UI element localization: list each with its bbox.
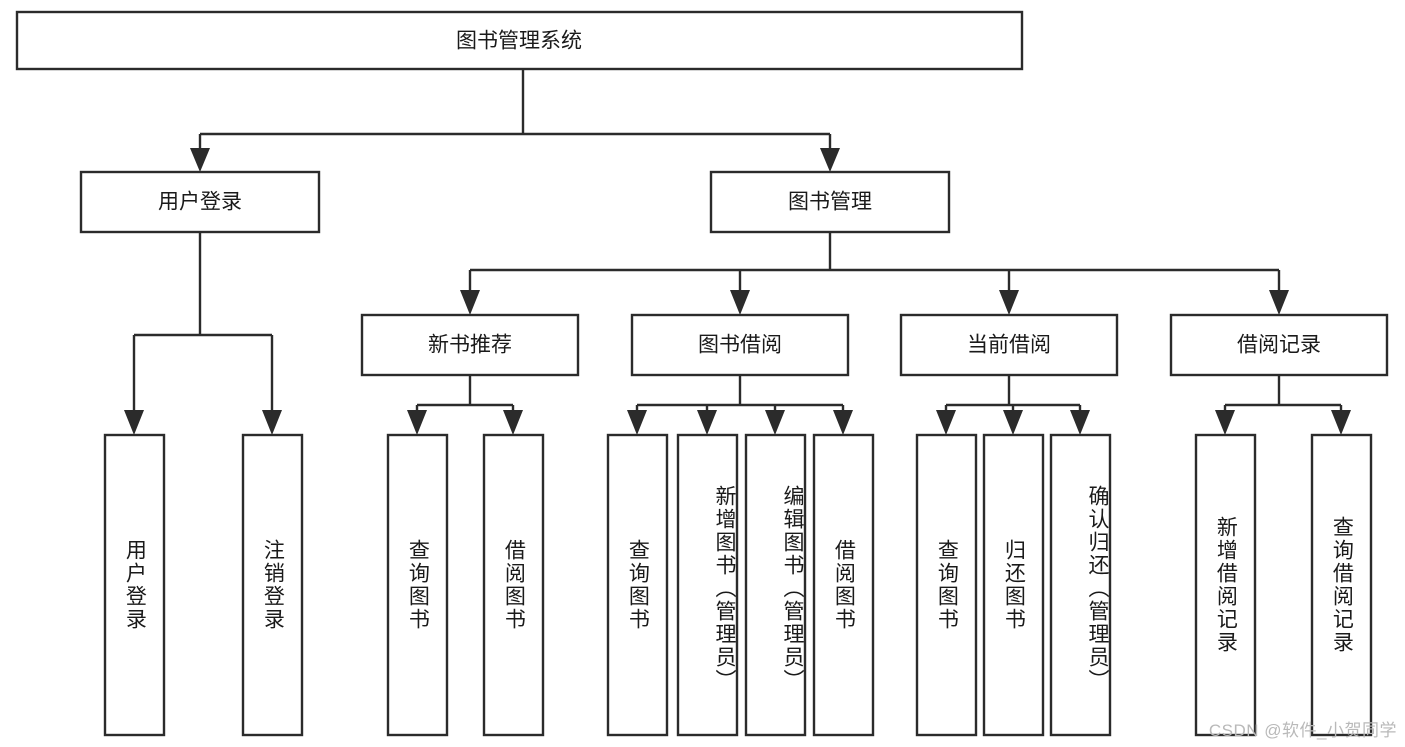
connector-group-root [190,69,840,172]
node-user-login-label: 用户登录 [158,191,242,214]
node-user-login-box[interactable] [79,170,321,234]
leaf-query-record-box[interactable] [1310,433,1373,737]
arrow-head-leaf-user-logout [262,410,282,435]
leaf-query-book-2-box[interactable] [606,433,669,737]
leaf-add-record-box[interactable] [1194,433,1257,737]
node-root-label: 图书管理系统 [456,30,582,53]
node-current-borrow-box[interactable] [899,313,1119,377]
arrow-head-new-book-recommend [460,290,480,315]
arrow-head-leaf-query-book-3 [936,410,956,435]
arrow-head-leaf-query-record [1331,410,1351,435]
arrow-head-user-login [190,148,210,172]
arrow-head-borrow-record [1269,290,1289,315]
node-book-borrow-box[interactable] [630,313,850,377]
leaf-borrow-book-2-box[interactable] [812,433,875,737]
node-book-borrow[interactable]: 图书借阅 [630,313,850,377]
leaf-user-login-box[interactable] [103,433,166,737]
node-borrow-record-box[interactable] [1169,313,1389,377]
connector-group-user-login [124,232,282,435]
node-book-borrow-label: 图书借阅 [698,334,782,357]
node-borrow-record-label: 借阅记录 [1237,334,1321,357]
arrow-head-leaf-confirm-return [1070,410,1090,435]
connector-group-current-borrow [936,375,1090,435]
arrow-head-current-borrow [999,290,1019,315]
arrow-head-leaf-add-book [697,410,717,435]
arrow-head-leaf-borrow-book-1 [503,410,523,435]
leaf-edit-book-box[interactable] [744,433,807,737]
leaf-query-book-1-box[interactable] [386,433,449,737]
node-new-book-recommend[interactable]: 新书推荐 [360,313,580,377]
arrow-head-book-borrow [730,290,750,315]
connector-group-book-borrow [627,375,853,435]
csdn-watermark: CSDN @软件_小贺同学 [1208,721,1397,740]
arrow-head-leaf-query-book-1 [407,410,427,435]
leaf-add-book-box[interactable] [676,433,739,737]
connector-group-borrow-record [1215,375,1351,435]
leaf-return-book-box[interactable] [982,433,1045,737]
leaf-query-book-3-box[interactable] [915,433,978,737]
node-borrow-record[interactable]: 借阅记录 [1169,313,1389,377]
leaf-borrow-book-1-box[interactable] [482,433,545,737]
arrow-head-leaf-add-record [1215,410,1235,435]
leaf-nodes-group [103,433,1373,737]
node-new-book-recommend-label: 新书推荐 [428,334,512,357]
node-book-manage-label: 图书管理 [788,191,872,214]
arrow-head-book-manage [820,148,840,172]
connector-group-book-manage [460,232,1289,315]
arrow-head-leaf-borrow-book-2 [833,410,853,435]
node-book-manage[interactable]: 图书管理 [709,170,951,234]
arrow-head-leaf-query-book-2 [627,410,647,435]
leaf-confirm-return-box[interactable] [1049,433,1112,737]
node-current-borrow[interactable]: 当前借阅 [899,313,1119,377]
node-root[interactable]: 图书管理系统 [15,10,1024,71]
node-root-box[interactable] [15,10,1024,71]
arrow-head-leaf-user-login [124,410,144,435]
leaf-user-logout-box[interactable] [241,433,304,737]
node-book-manage-box[interactable] [709,170,951,234]
node-current-borrow-label: 当前借阅 [967,334,1051,357]
node-user-login[interactable]: 用户登录 [79,170,321,234]
arrow-head-leaf-edit-book [765,410,785,435]
arrow-head-leaf-return-book [1003,410,1023,435]
node-new-book-recommend-box[interactable] [360,313,580,377]
connector-group-new-book-recommend [407,375,523,435]
